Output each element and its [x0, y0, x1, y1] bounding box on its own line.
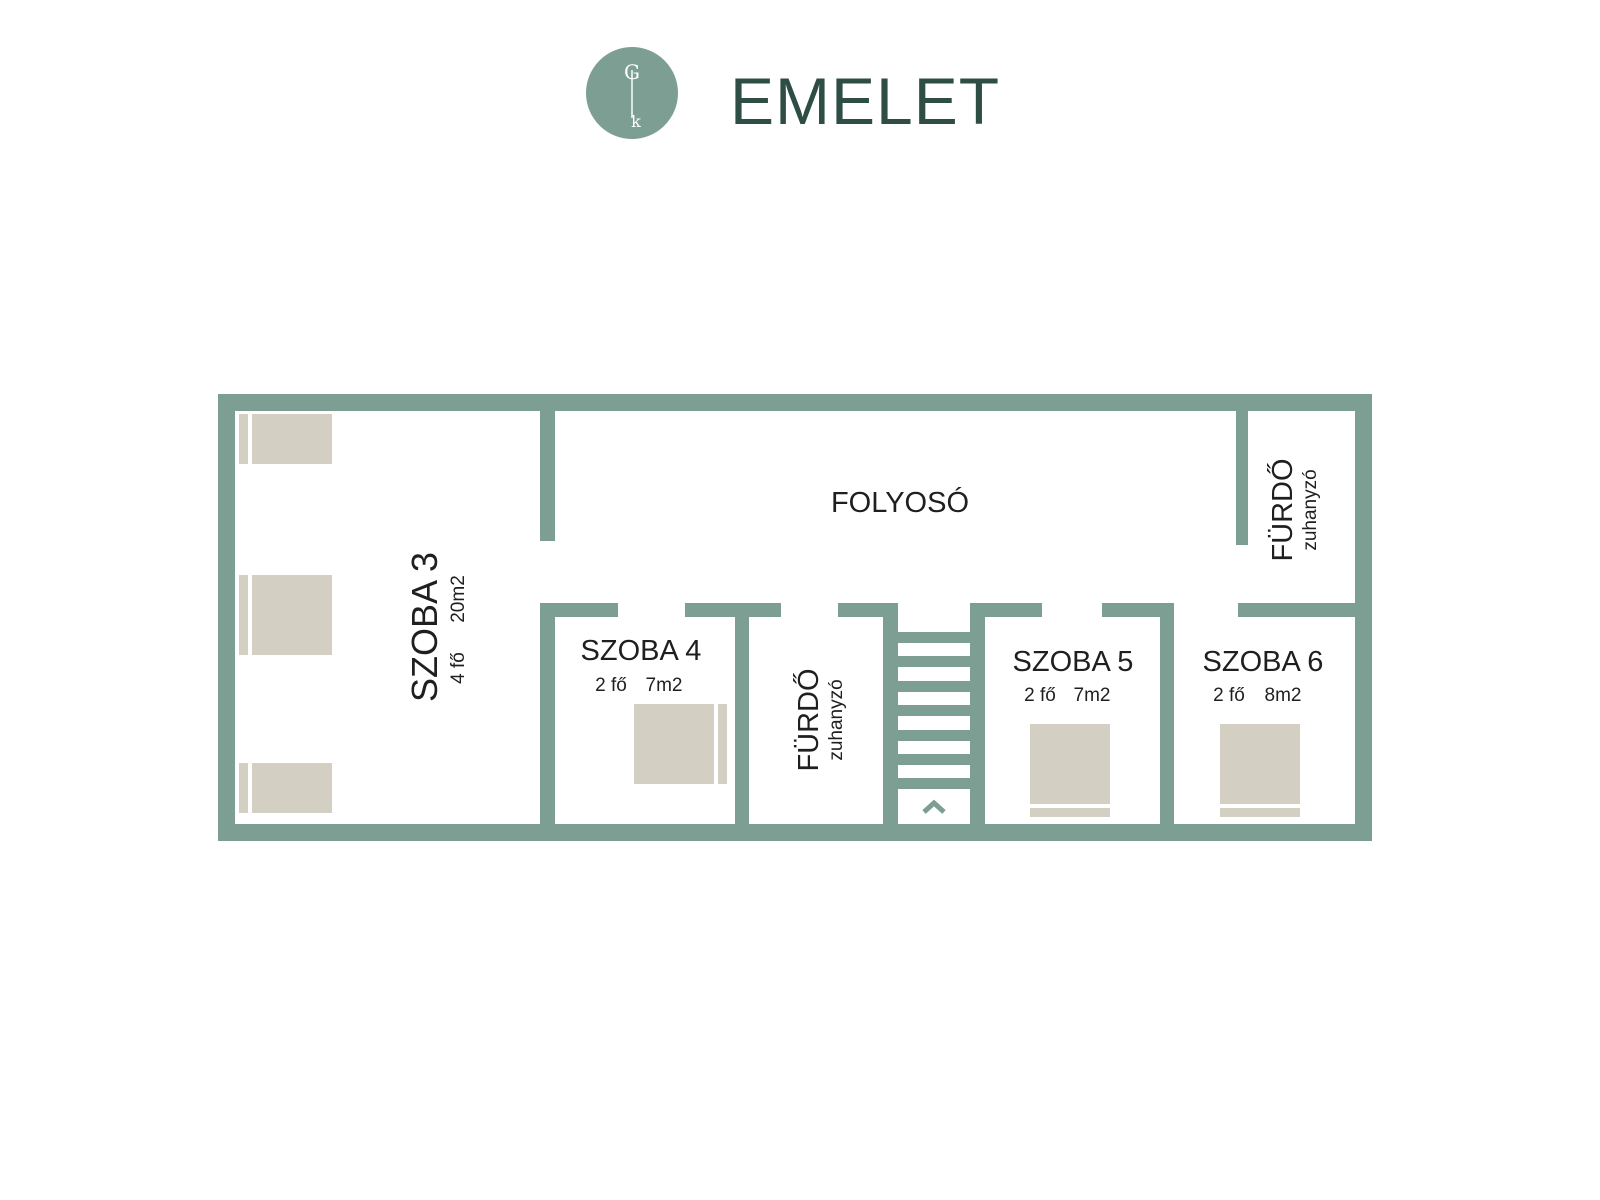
stair-step — [898, 656, 970, 667]
bed-double — [252, 575, 332, 655]
bed-single — [252, 414, 332, 464]
bed-pillow — [718, 704, 727, 784]
room-name: FÜRDŐ — [1266, 458, 1299, 561]
chevron-up-icon — [922, 799, 946, 814]
bed-pillow — [1030, 808, 1110, 817]
room-capacity: 4 fő — [448, 652, 469, 684]
room-capacity: 2 fő — [595, 675, 627, 696]
room-name: SZOBA 6 — [1203, 646, 1324, 678]
room-furdo-middle: FÜRDŐ zuhanyzó — [792, 668, 847, 771]
logo-letter-k: k — [631, 112, 641, 131]
room-name: FÜRDŐ — [792, 668, 825, 771]
outer-wall-left — [218, 394, 235, 841]
label-folyoso: FOLYOSÓ — [831, 486, 969, 519]
wall-corridor-seg-1 — [540, 603, 618, 617]
wall-szoba3-lower — [540, 603, 555, 827]
beds — [239, 414, 1300, 817]
page-title: EMELET — [730, 64, 1000, 138]
room-capacity: 2 fő — [1024, 685, 1056, 706]
wall-szoba5-szoba6 — [1160, 603, 1174, 827]
bed-pillow — [239, 763, 248, 813]
wall-furdo-right — [1236, 408, 1248, 545]
wall-corridor-seg-6 — [1238, 603, 1358, 617]
bed-pillow — [1220, 808, 1300, 817]
room-szoba3: SZOBA 3 4 fő 20m2 — [404, 552, 469, 702]
stair-step — [898, 632, 970, 643]
room-area: 7m2 — [1074, 685, 1111, 706]
wall-stairs-right — [970, 603, 985, 827]
bed-double — [1030, 724, 1110, 804]
stair-step — [898, 705, 970, 716]
room-note: zuhanyzó — [1300, 469, 1321, 550]
wall-corridor-seg-5 — [1102, 603, 1174, 617]
room-area: 20m2 — [448, 575, 469, 623]
walls — [218, 394, 1372, 841]
wall-corridor-seg-4 — [970, 603, 1042, 617]
room-area: 8m2 — [1265, 685, 1302, 706]
room-note: zuhanyzó — [826, 679, 847, 760]
bed-double — [1220, 724, 1300, 804]
wall-szoba3-upper — [540, 408, 555, 541]
stair-step — [898, 754, 970, 765]
room-szoba4: SZOBA 4 2 fő 7m2 — [581, 635, 702, 696]
stair-step — [898, 730, 970, 741]
bed-double — [634, 704, 714, 784]
bed-pillow — [239, 414, 248, 464]
room-name: SZOBA 5 — [1013, 646, 1134, 678]
wall-corridor-seg-2 — [685, 603, 781, 617]
bed-single — [252, 763, 332, 813]
room-area: 7m2 — [646, 675, 683, 696]
wall-corridor-seg-3 — [838, 603, 894, 617]
outer-wall-right — [1355, 394, 1372, 841]
room-furdo-right: FÜRDŐ zuhanyzó — [1266, 458, 1321, 561]
bed-pillow — [239, 575, 248, 655]
staircase — [898, 632, 970, 814]
room-szoba6: SZOBA 6 2 fő 8m2 — [1203, 646, 1324, 706]
stair-step — [898, 778, 970, 789]
room-capacity: 2 fő — [1213, 685, 1245, 706]
logo-letter-g: G — [624, 60, 640, 84]
room-name: SZOBA 4 — [581, 635, 702, 667]
logo: G k — [586, 47, 678, 139]
outer-wall-top — [218, 394, 1372, 411]
wall-stairs-left — [883, 603, 898, 827]
room-szoba5: SZOBA 5 2 fő 7m2 — [1013, 646, 1134, 706]
outer-wall-bottom — [218, 824, 1372, 841]
wall-szoba4-furdo — [735, 603, 749, 827]
stair-step — [898, 681, 970, 692]
room-name: SZOBA 3 — [404, 552, 445, 702]
